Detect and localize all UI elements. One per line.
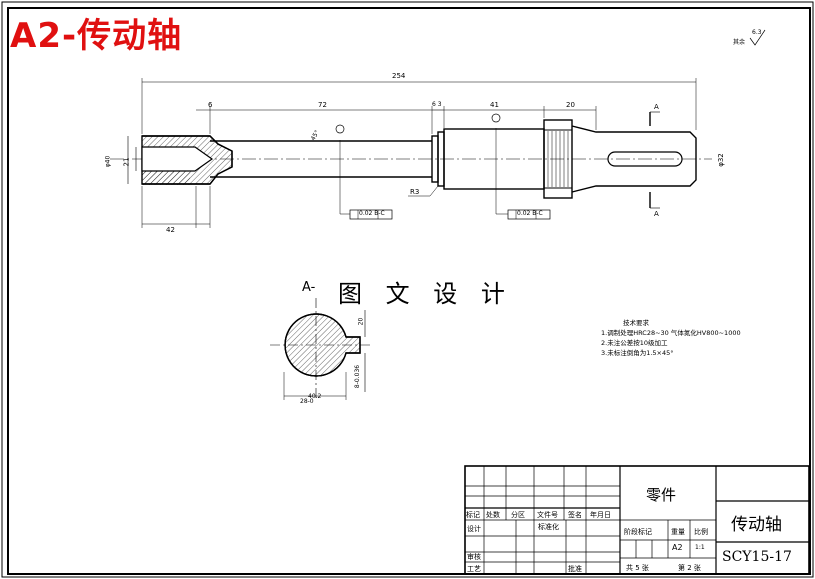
dim-left-diameter: φ40 bbox=[104, 155, 112, 168]
tolerance-frame-1: 0.02 B-C bbox=[359, 210, 385, 217]
total-sheets: 共 5 张 bbox=[626, 564, 649, 572]
roughness-note: 其余 bbox=[733, 39, 746, 46]
dim-right-end: φ32 bbox=[716, 153, 725, 167]
tech-item: 3.未标注倒角为1.5×45° bbox=[601, 349, 674, 357]
dim-overall-length: 254 bbox=[392, 72, 406, 80]
right-shaft bbox=[571, 125, 697, 193]
dim-left-chamfer: 6 bbox=[208, 101, 213, 109]
dim-shoulder: 6 3 bbox=[432, 101, 442, 108]
rev-header: 标记 bbox=[466, 511, 480, 519]
standard-label: 标准化 bbox=[538, 523, 559, 531]
section-mark-top: A bbox=[654, 103, 659, 111]
middle-shaft bbox=[210, 140, 432, 178]
sheet-title: A2-传动轴 bbox=[10, 16, 183, 56]
dim-groove-radius: R3 bbox=[410, 188, 420, 196]
review-label: 审核 bbox=[467, 553, 481, 561]
tech-heading: 技术要求 bbox=[623, 319, 649, 327]
dim-right: 20 bbox=[566, 101, 575, 109]
tech-item: 1.调制处理HRC28~30 气体氮化HV800~1000 bbox=[601, 329, 741, 337]
roughness-symbol bbox=[749, 29, 766, 46]
scale-label: 比例 bbox=[694, 528, 708, 536]
dim-bearing: 41 bbox=[490, 101, 499, 109]
section-dim-4: 8-0.036 bbox=[354, 364, 362, 389]
sheet-number: 第 2 张 bbox=[678, 564, 701, 572]
section-title: 图 文 设 计 bbox=[338, 280, 513, 308]
approve-label: 批准 bbox=[568, 565, 582, 573]
drawing-number: SCY15-17 bbox=[722, 549, 792, 565]
stage-label: 阶段标记 bbox=[624, 528, 652, 536]
rev-header: 处数 bbox=[486, 511, 500, 519]
sheet-size: A2 bbox=[672, 543, 683, 552]
rev-header: 签名 bbox=[568, 511, 582, 519]
part-name: 传动轴 bbox=[731, 515, 782, 535]
inner-border bbox=[7, 7, 811, 575]
process-label: 工艺 bbox=[467, 565, 481, 573]
dim-middle: 72 bbox=[318, 101, 327, 109]
weight-label: 重量 bbox=[671, 528, 685, 536]
rev-header: 分区 bbox=[511, 511, 525, 519]
scale-value: 1:1 bbox=[695, 544, 705, 551]
rev-header: 年月日 bbox=[590, 511, 611, 519]
shaft-main-view bbox=[110, 78, 712, 228]
section-dim-3: 28-0 bbox=[300, 398, 314, 405]
section-view-a bbox=[270, 298, 372, 400]
rev-header: 文件号 bbox=[537, 511, 558, 519]
section-dim-1: 20 bbox=[357, 317, 365, 326]
dim-bore-inner: 21 bbox=[122, 157, 131, 167]
tech-requirements: 技术要求 1.调制处理HRC28~30 气体氮化HV800~1000 2.未注公… bbox=[601, 318, 741, 358]
title-block bbox=[464, 465, 810, 575]
part-type: 零件 bbox=[646, 486, 677, 504]
design-label: 设计 bbox=[467, 525, 481, 533]
keyway bbox=[607, 151, 683, 167]
section-mark-bottom: A bbox=[654, 210, 659, 218]
left-bore bbox=[141, 146, 214, 172]
roughness-value: 6.3 bbox=[752, 29, 762, 36]
dim-left-bore-len: 42 bbox=[166, 226, 175, 234]
tech-item: 2.未注公差按10级加工 bbox=[601, 339, 668, 347]
section-dim-2: 40.2 bbox=[308, 393, 322, 400]
section-view-label: A- bbox=[302, 280, 316, 295]
tolerance-frame-2: 0.02 B-C bbox=[517, 210, 543, 217]
